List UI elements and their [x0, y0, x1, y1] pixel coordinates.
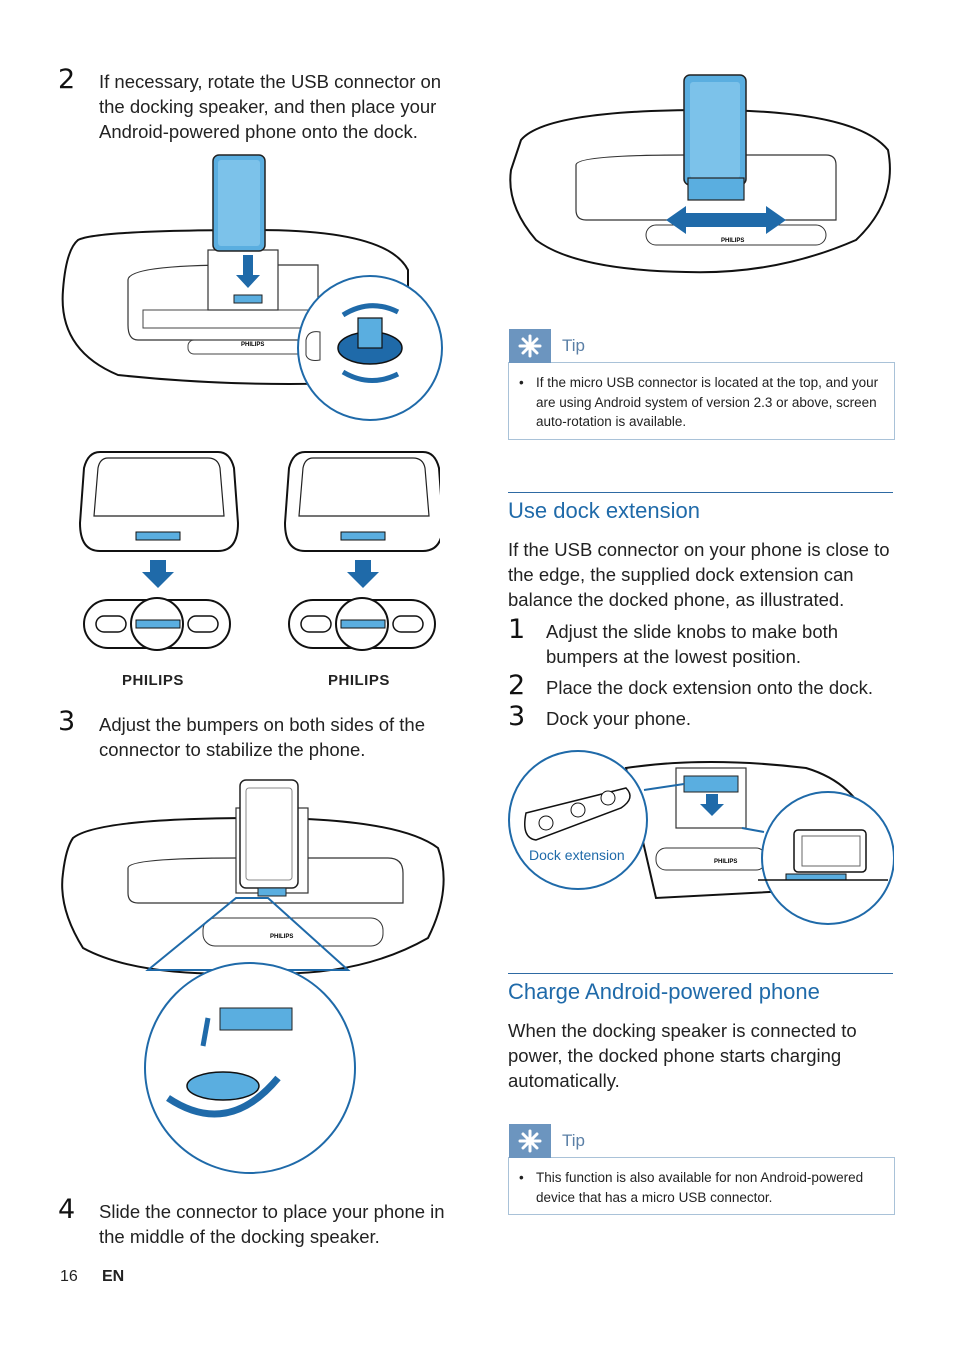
bumper-illustration: PHILIPS: [61, 779, 445, 1174]
step-number: 2: [508, 670, 526, 701]
section-text: When the docking speaker is connected to…: [508, 1020, 857, 1091]
step-number: 1: [508, 614, 526, 645]
tip-header: Tip: [509, 1124, 585, 1158]
tip-label: Tip: [562, 1131, 585, 1150]
step-text: Dock your phone.: [546, 708, 692, 729]
brand-label: PHILIPS: [122, 672, 184, 689]
step-text: Adjust the bumpers on both sides of the …: [99, 714, 426, 760]
section-title: Charge Android-powered phone: [508, 979, 820, 1004]
dock-extension-illustration: PHILIPS: [508, 750, 894, 925]
step-text: Adjust the slide knobs to make both bump…: [546, 621, 839, 667]
tip-text: This function is also available for non …: [536, 1170, 864, 1205]
slide-connector-illustration: PHILIPS: [509, 74, 891, 274]
page-number: 16: [60, 1268, 78, 1285]
step-number: 3: [58, 706, 76, 737]
step-text: Slide the connector to place your phone …: [99, 1201, 445, 1247]
section-divider: [508, 973, 893, 974]
tip-text: If the micro USB connector is located at…: [536, 375, 879, 429]
speaker-brand-text: PHILIPS: [270, 934, 293, 940]
tip-label: Tip: [562, 336, 585, 355]
tip-box: Tip • If the micro USB connector is loca…: [508, 329, 895, 440]
bullet: •: [519, 375, 524, 390]
step-number: 3: [508, 701, 526, 732]
brand-label: PHILIPS: [328, 672, 390, 689]
step-number: 2: [58, 64, 76, 95]
tip-icon: [509, 329, 551, 363]
section-title: Use dock extension: [508, 498, 700, 523]
language-code: EN: [102, 1268, 125, 1285]
bullet: •: [519, 1170, 524, 1185]
step-number: 4: [58, 1194, 76, 1225]
speaker-brand-text: PHILIPS: [241, 342, 264, 348]
tip-icon: [509, 1124, 551, 1158]
step-text: Place the dock extension onto the dock.: [546, 677, 874, 698]
dock-extension-callout: Dock extension: [529, 847, 625, 863]
section-divider: [508, 492, 893, 493]
speaker-brand-text: PHILIPS: [714, 859, 737, 865]
alignment-illustration: [78, 451, 440, 651]
rotate-connector-illustration: PHILIPS: [61, 154, 443, 421]
tip-box: Tip • This function is also available fo…: [508, 1124, 895, 1215]
step-text: If necessary, rotate the USB connector o…: [99, 71, 442, 142]
tip-header: Tip: [509, 329, 585, 363]
section-intro: If the USB connector on your phone is cl…: [508, 539, 890, 610]
speaker-brand-text: PHILIPS: [721, 238, 744, 244]
